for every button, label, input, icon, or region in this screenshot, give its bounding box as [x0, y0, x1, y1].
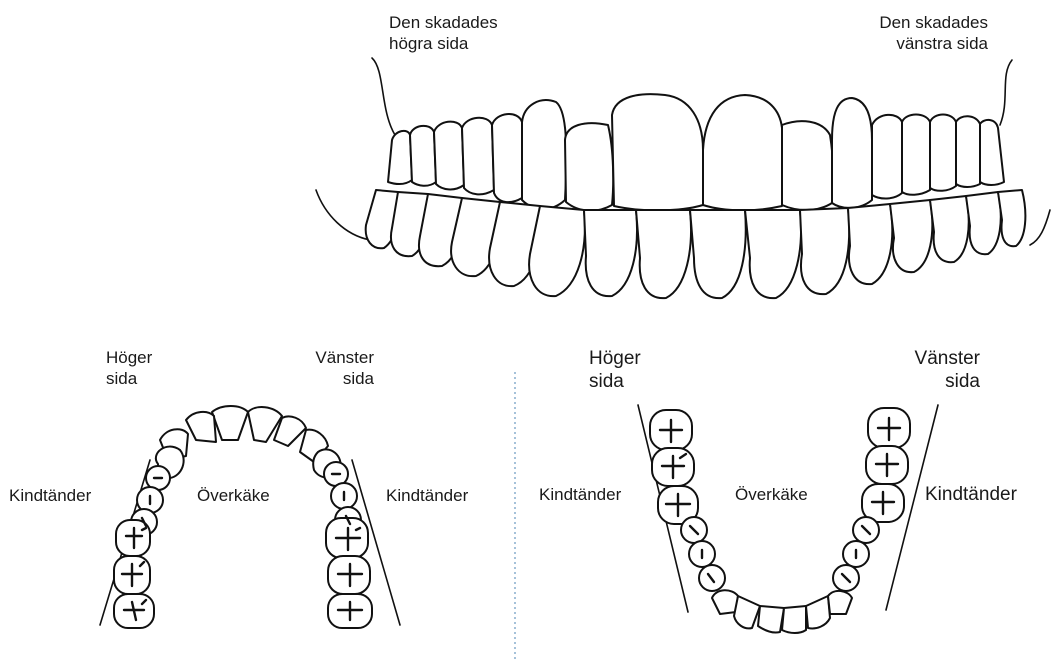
- upper-canine: [522, 100, 566, 209]
- lower-tooth: [848, 204, 892, 284]
- upper-label-right-side: Höger sida: [106, 347, 152, 389]
- lower-tooth: [966, 192, 1001, 254]
- label-patient-left-side: Den skadades vänstra sida: [870, 12, 988, 54]
- face-outline-left: [1000, 60, 1012, 125]
- lower-incisor: [745, 210, 801, 298]
- label-patient-right-side: Den skadades högra sida: [389, 12, 498, 54]
- upper-label-left-side: Vänster sida: [296, 347, 374, 389]
- upper-label-molars-left: Kindtänder: [9, 485, 91, 506]
- lower-arch-tooth: [758, 606, 784, 633]
- lower-arch-tooth: [782, 606, 806, 633]
- lower-canine: [529, 206, 585, 296]
- upper-lateral-incisor: [565, 123, 613, 211]
- upper-tooth: [492, 114, 522, 202]
- upper-canine: [832, 98, 872, 208]
- lower-label-center: Överkäke: [735, 484, 808, 505]
- lower-arch-illustration: [638, 405, 938, 633]
- lower-tooth: [890, 200, 932, 272]
- chin-outline-left: [1030, 210, 1050, 245]
- front-teeth-illustration: [316, 58, 1050, 298]
- upper-central-incisor: [703, 95, 782, 210]
- upper-tooth: [410, 126, 436, 186]
- upper-label-molars-right: Kindtänder: [386, 485, 468, 506]
- upper-tooth: [930, 115, 956, 191]
- upper-tooth: [902, 115, 930, 195]
- lower-label-left-side: Vänster sida: [880, 347, 980, 393]
- upper-arch-illustration: [100, 406, 400, 628]
- upper-tooth: [956, 116, 980, 187]
- lower-label-molars-right: Kindtänder: [925, 483, 1017, 506]
- upper-tooth: [462, 118, 494, 195]
- lower-canine: [800, 208, 849, 294]
- lower-incisor: [636, 210, 691, 298]
- chin-outline-right: [316, 190, 370, 240]
- upper-label-center: Överkäke: [197, 485, 270, 506]
- lower-tooth: [930, 196, 969, 262]
- lower-label-right-side: Höger sida: [589, 347, 641, 393]
- lower-incisor: [584, 210, 637, 296]
- upper-tooth: [980, 120, 1004, 185]
- lower-arch-canine: [828, 591, 852, 614]
- lower-label-molars-left: Kindtänder: [539, 484, 621, 505]
- upper-lateral-incisor: [782, 121, 833, 210]
- face-outline-right: [372, 58, 395, 135]
- upper-tooth: [434, 122, 464, 190]
- upper-tooth: [872, 115, 902, 199]
- upper-tooth: [388, 131, 412, 184]
- lower-arch-tooth: [734, 596, 760, 628]
- upper-arch-tooth: [186, 412, 216, 442]
- lower-incisor: [690, 210, 746, 298]
- upper-central-incisor: [612, 94, 703, 210]
- lower-arch-tooth: [806, 596, 830, 629]
- upper-arch-tooth: [212, 406, 248, 440]
- lower-tooth: [998, 190, 1025, 246]
